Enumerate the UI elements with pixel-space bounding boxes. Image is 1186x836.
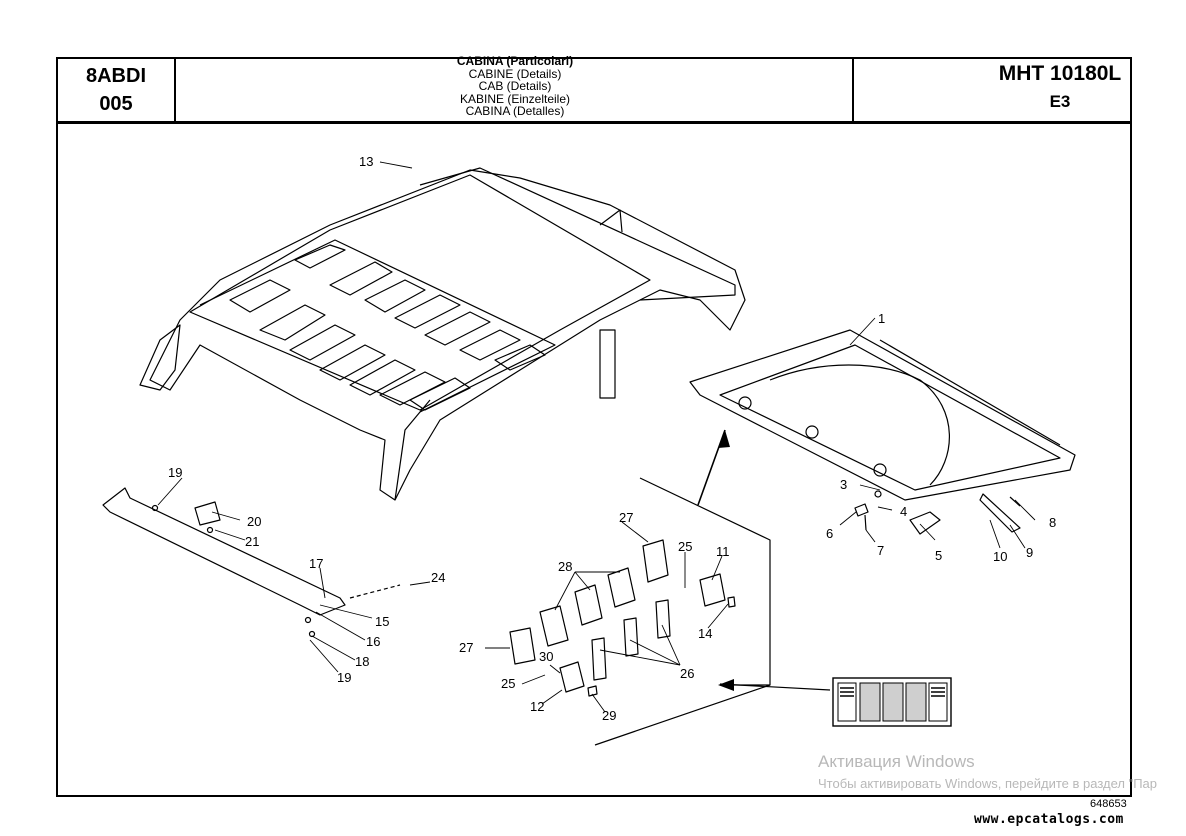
callout-19-top: 19: [168, 465, 183, 480]
arrow-to-tray: [718, 430, 730, 448]
title-spanish: CABINA (Detalles): [465, 104, 565, 118]
callout-13: 13: [359, 154, 374, 169]
section-code-line2: 005: [99, 93, 133, 115]
title-italian: CABINA (Particolari): [456, 54, 574, 68]
callout-15: 15: [375, 614, 390, 629]
callout-26: 26: [680, 666, 695, 681]
callout-1: 1: [878, 311, 886, 326]
callout-16: 16: [366, 634, 381, 649]
callout-27-top: 27: [619, 510, 634, 525]
callout-14: 14: [698, 626, 713, 641]
callout-29: 29: [602, 708, 617, 723]
callout-6: 6: [826, 526, 834, 541]
model-block: MHT 10180L E3: [990, 60, 1130, 116]
dome-light-parts: [854, 490, 1021, 535]
switch-bank: [509, 429, 831, 746]
section-code-line1: 8ABDI: [85, 65, 146, 87]
model-name: MHT 10180L: [998, 62, 1122, 85]
callout-30: 30: [539, 649, 554, 664]
arrow-to-decal: [718, 679, 734, 691]
callout-24: 24: [431, 570, 446, 585]
callout-21: 21: [245, 534, 260, 549]
title-french: CABINE (Details): [468, 66, 562, 81]
callout-28: 28: [558, 559, 573, 574]
title-german: KABINE (Einzelteile): [459, 91, 571, 106]
callout-3: 3: [840, 477, 848, 492]
activation-watermark-text: Чтобы активировать Windows, перейдите в …: [818, 776, 1158, 791]
document-number: 648653: [1090, 798, 1127, 810]
model-variant: E3: [1049, 92, 1071, 111]
section-titles: CABINA (Particolari) CABINE (Details) CA…: [176, 55, 854, 118]
header-separator-left: [174, 57, 176, 121]
switch-panel-decal: [832, 677, 952, 727]
header-divider: [56, 121, 1132, 124]
callout-12: 12: [530, 699, 545, 714]
callout-19-bottom: 19: [337, 670, 352, 685]
title-english: CAB (Details): [478, 79, 552, 93]
callout-18: 18: [355, 654, 370, 669]
callout-7: 7: [877, 543, 885, 558]
cab-roof-frame: [139, 167, 746, 501]
header-separator-right: [852, 57, 854, 121]
activation-watermark-title: Активация Windows: [818, 752, 975, 771]
callout-10: 10: [993, 549, 1008, 564]
callout-17: 17: [309, 556, 324, 571]
callout-9: 9: [1026, 545, 1034, 560]
website-link[interactable]: www.epcatalogs.com: [974, 812, 1124, 827]
callout-8: 8: [1049, 515, 1057, 530]
callout-25-bottom: 25: [501, 676, 516, 691]
callout-27-bottom: 27: [459, 640, 474, 655]
callout-4: 4: [900, 504, 908, 519]
side-rail-bracket: [102, 487, 401, 638]
callout-25-top: 25: [678, 539, 693, 554]
callout-11: 11: [716, 544, 730, 559]
section-code: 8ABDI 005: [58, 62, 174, 118]
callout-20: 20: [247, 514, 262, 529]
callout-5: 5: [935, 548, 943, 563]
drawing-frame: [56, 57, 1132, 797]
headliner-tray: [689, 329, 1076, 501]
leader-lines: [157, 161, 1036, 713]
